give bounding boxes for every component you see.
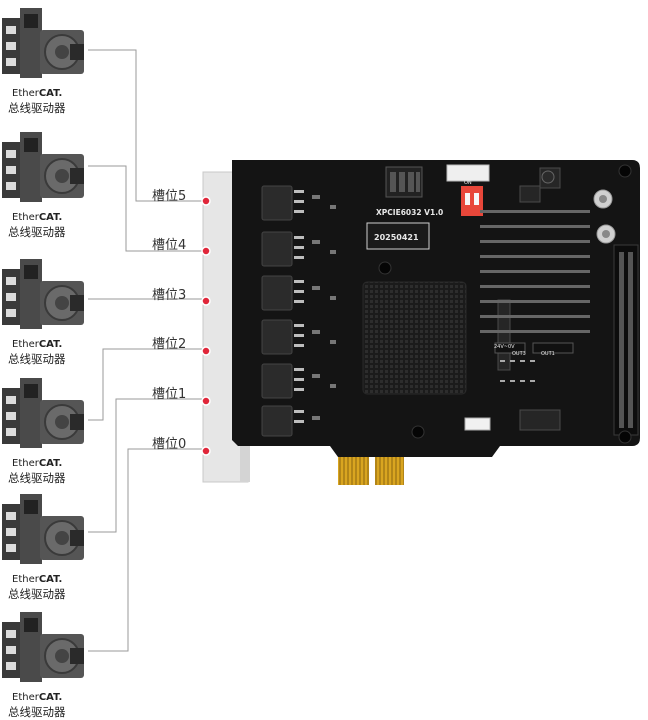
drive-caption: 总线驱动器: [8, 225, 66, 239]
heatsink: [362, 281, 467, 395]
slot-marker-0: [201, 446, 211, 456]
slot-marker-4: [201, 246, 211, 256]
drive-caption: 总线驱动器: [8, 101, 66, 115]
brand-suffix: CAT.: [38, 88, 63, 99]
brand-prefix: Ether: [12, 339, 39, 350]
red-dip-switch: [461, 186, 483, 216]
slot-label-1: 槽位1: [152, 387, 187, 402]
servo-drive-graphic: [2, 132, 84, 202]
pin-header-power: [464, 417, 491, 431]
magnetics-column: [261, 185, 336, 437]
ethercat-logo: EtherCAT.: [12, 692, 62, 703]
slot-label-5: 槽位5: [152, 189, 187, 204]
servo-drive-1: EtherCAT. 总线驱动器: [0, 128, 90, 240]
ethercat-logo: EtherCAT.: [12, 574, 62, 585]
servo-drive-2: EtherCAT. 总线驱动器: [0, 255, 90, 367]
out3-label-text: OUT3: [512, 351, 526, 357]
line-slot0: [88, 448, 205, 652]
gold-finger-left: [338, 457, 369, 485]
servo-drive-3: EtherCAT. 总线驱动器: [0, 374, 90, 486]
slot-marker-5: [201, 196, 211, 206]
top-header-connector: [446, 164, 490, 182]
brand-suffix: CAT.: [38, 458, 63, 469]
brand-prefix: Ether: [12, 458, 39, 469]
line-slot5: [88, 49, 205, 202]
line-slot4: [88, 165, 205, 252]
ethercat-logo: EtherCAT.: [12, 88, 62, 99]
line-slot2: [88, 348, 205, 421]
gold-finger-right: [375, 457, 404, 485]
brand-suffix: CAT.: [38, 692, 63, 703]
out1-label-text: OUT1: [541, 351, 555, 357]
line-slot1: [88, 398, 205, 533]
brand-prefix: Ether: [12, 692, 39, 703]
servo-drive-graphic: [2, 494, 84, 564]
slot-markers: [201, 196, 211, 456]
brand-prefix: Ether: [12, 212, 39, 223]
board-date-text: 20250421: [374, 233, 419, 242]
servo-drive-4: EtherCAT. 总线驱动器: [0, 490, 90, 602]
slot-label-2: 槽位2: [152, 337, 187, 352]
slot-marker-1: [201, 396, 211, 406]
drive-caption: 总线驱动器: [8, 352, 66, 366]
drive-caption: 总线驱动器: [8, 471, 66, 485]
brand-suffix: CAT.: [38, 574, 63, 585]
slot-label-0: 槽位0: [152, 437, 187, 452]
board-model-text: XPCIE6032 V1.0: [376, 208, 443, 217]
pin-header-out1: [532, 342, 574, 354]
servo-drive-graphic: [2, 259, 84, 329]
servo-drive-0: EtherCAT. 总线驱动器: [0, 4, 90, 116]
top-dip-block: [385, 166, 423, 198]
power-label-text: 24V~0V: [494, 344, 515, 350]
servo-drive-5: EtherCAT. 总线驱动器: [0, 608, 90, 720]
slot-label-4: 槽位4: [152, 238, 187, 253]
slot-label-3: 槽位3: [152, 288, 187, 303]
ethercat-logo: EtherCAT.: [12, 212, 62, 223]
idc-connector: [613, 244, 639, 436]
servo-drive-graphic: [2, 612, 84, 682]
drive-caption: 总线驱动器: [8, 705, 66, 719]
ethercat-logo: EtherCAT.: [12, 458, 62, 469]
brand-suffix: CAT.: [38, 339, 63, 350]
slot-marker-3: [201, 296, 211, 306]
servo-drive-graphic: [2, 378, 84, 448]
servo-drive-graphic: [2, 8, 84, 78]
pin-header-out3: [494, 342, 526, 354]
date-label-box: [366, 222, 430, 250]
brand-prefix: Ether: [12, 88, 39, 99]
drive-caption: 总线驱动器: [8, 587, 66, 601]
slot-marker-2: [201, 346, 211, 356]
ethercat-logo: EtherCAT.: [12, 339, 62, 350]
brand-prefix: Ether: [12, 574, 39, 585]
brand-suffix: CAT.: [38, 212, 63, 223]
switch-label-text: ON: [464, 180, 472, 186]
